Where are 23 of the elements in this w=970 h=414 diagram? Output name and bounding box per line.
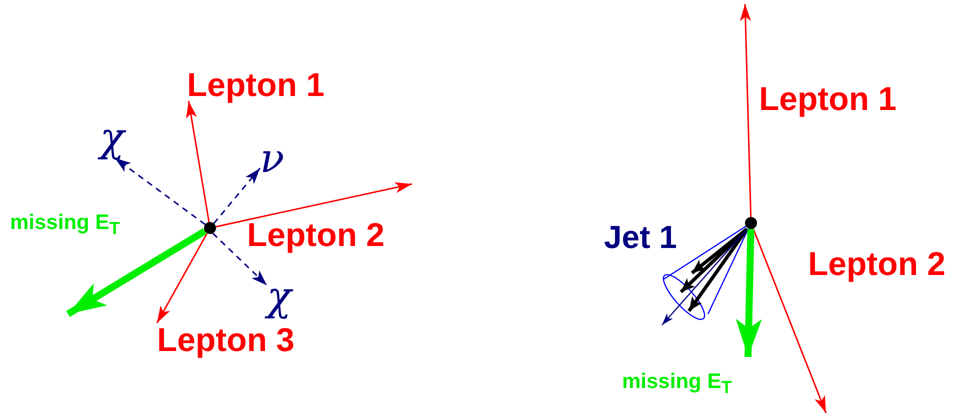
arrow [740,4,752,218]
arrow [66,228,207,317]
particle-label: Lepton 2 [247,218,384,251]
arrow [736,228,762,358]
quantity-label: missing E$_{T}$ [10,212,120,238]
arrow [212,232,268,286]
jet-label: Jet 1 [604,221,677,253]
particle-label: Lepton 1 [187,68,324,101]
quantity-label: missing E$_{T}$ [622,371,732,397]
vertex-dot [745,217,757,229]
particle-symbol: χ [100,118,124,158]
arrow [752,228,827,414]
particle-label: Lepton 1 [759,82,896,115]
arrow [216,182,412,228]
particle-label: Lepton 3 [157,323,294,356]
vertex-dot [204,222,216,234]
particle-symbol: χ [267,277,292,317]
arrow [213,168,261,224]
particle-symbol: ν [260,139,284,179]
arrow [114,157,206,226]
arrow [186,100,210,222]
particle-label: Lepton 2 [808,247,946,280]
arrow [156,232,208,324]
